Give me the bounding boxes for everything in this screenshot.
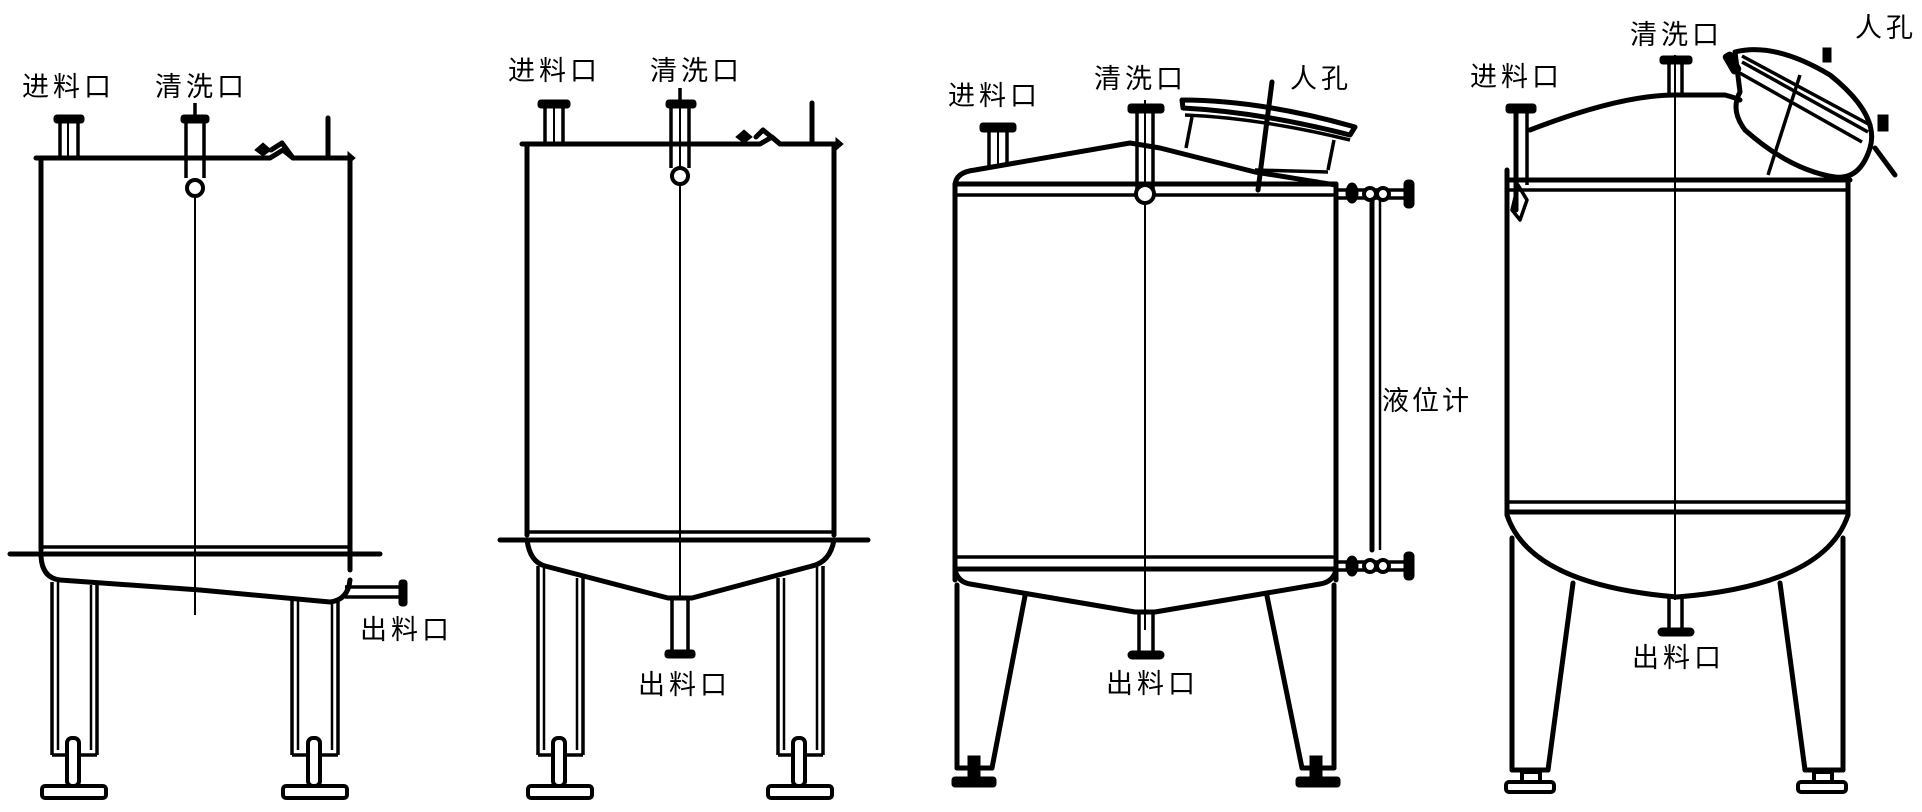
tank-4-manhole	[1722, 47, 1898, 180]
tank-2-cleaning-label: 清洗口	[650, 56, 743, 87]
tank-1-leg-right	[281, 598, 349, 800]
tank-1-cleaning-label: 清洗口	[155, 72, 248, 103]
tank-1-inlet-label: 进料口	[22, 72, 115, 103]
tank-3-level-gauge	[1336, 179, 1415, 581]
tank-4-inlet-label: 进料口	[1470, 62, 1563, 93]
tank-3-cleaning-label: 清洗口	[1094, 64, 1187, 95]
tank-1-leg-left	[40, 582, 108, 800]
tank-3-inlet-label: 进料口	[948, 81, 1041, 112]
tank-3-manhole	[1179, 79, 1358, 193]
tank-3-outlet-label: 出料口	[1106, 669, 1199, 700]
tank-2	[497, 88, 871, 800]
tank-4-manhole-label: 人孔	[1855, 13, 1917, 44]
tank-4-outlet-label: 出料口	[1632, 643, 1725, 674]
tank-1	[7, 103, 408, 800]
tank-3	[951, 79, 1415, 788]
tank-3-manhole-label: 人孔	[1290, 64, 1352, 95]
tank-2-outlet-label: 出料口	[638, 670, 731, 701]
tank-2-leg-right	[766, 566, 834, 800]
tank-3-level-gauge-label: 液位计	[1382, 386, 1472, 417]
tank-1-outlet-label: 出料口	[360, 615, 453, 646]
tank-4	[1504, 47, 1898, 794]
tank-2-inlet-label: 进料口	[508, 56, 601, 87]
tank-4-cleaning-label: 清洗口	[1630, 20, 1723, 51]
tank-2-leg-left	[526, 566, 594, 800]
